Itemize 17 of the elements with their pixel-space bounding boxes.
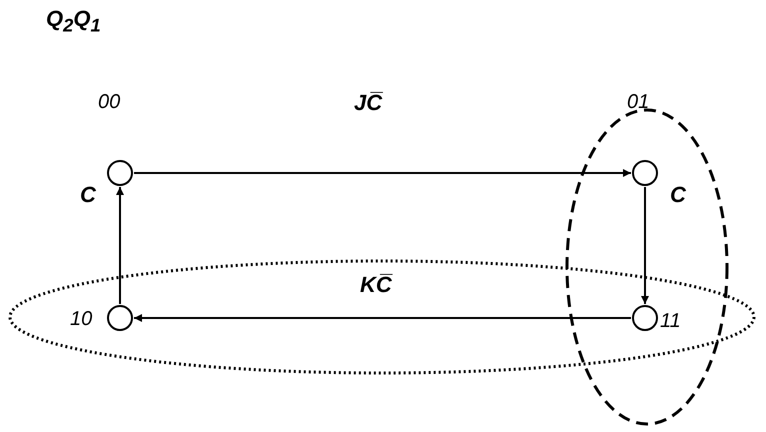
arrow (641, 187, 649, 304)
state-code: 10 (70, 309, 92, 329)
edge-label: JC̅ (354, 92, 382, 114)
state-code: 01 (627, 92, 650, 112)
state-circle (632, 305, 658, 331)
edge-label: C (80, 184, 96, 206)
state-circle (107, 160, 133, 186)
state-circle (632, 160, 658, 186)
edge-label: C (670, 184, 686, 206)
state-code: 11 (660, 311, 681, 331)
state-code: 00 (98, 92, 120, 112)
arrow (116, 187, 124, 304)
axis-title: Q$_{2}$Q$_{1}$ (46, 8, 101, 35)
arrow (134, 314, 631, 322)
edge-label: KC̅ (360, 274, 392, 296)
state-circle (107, 305, 133, 331)
arrow (134, 169, 631, 177)
